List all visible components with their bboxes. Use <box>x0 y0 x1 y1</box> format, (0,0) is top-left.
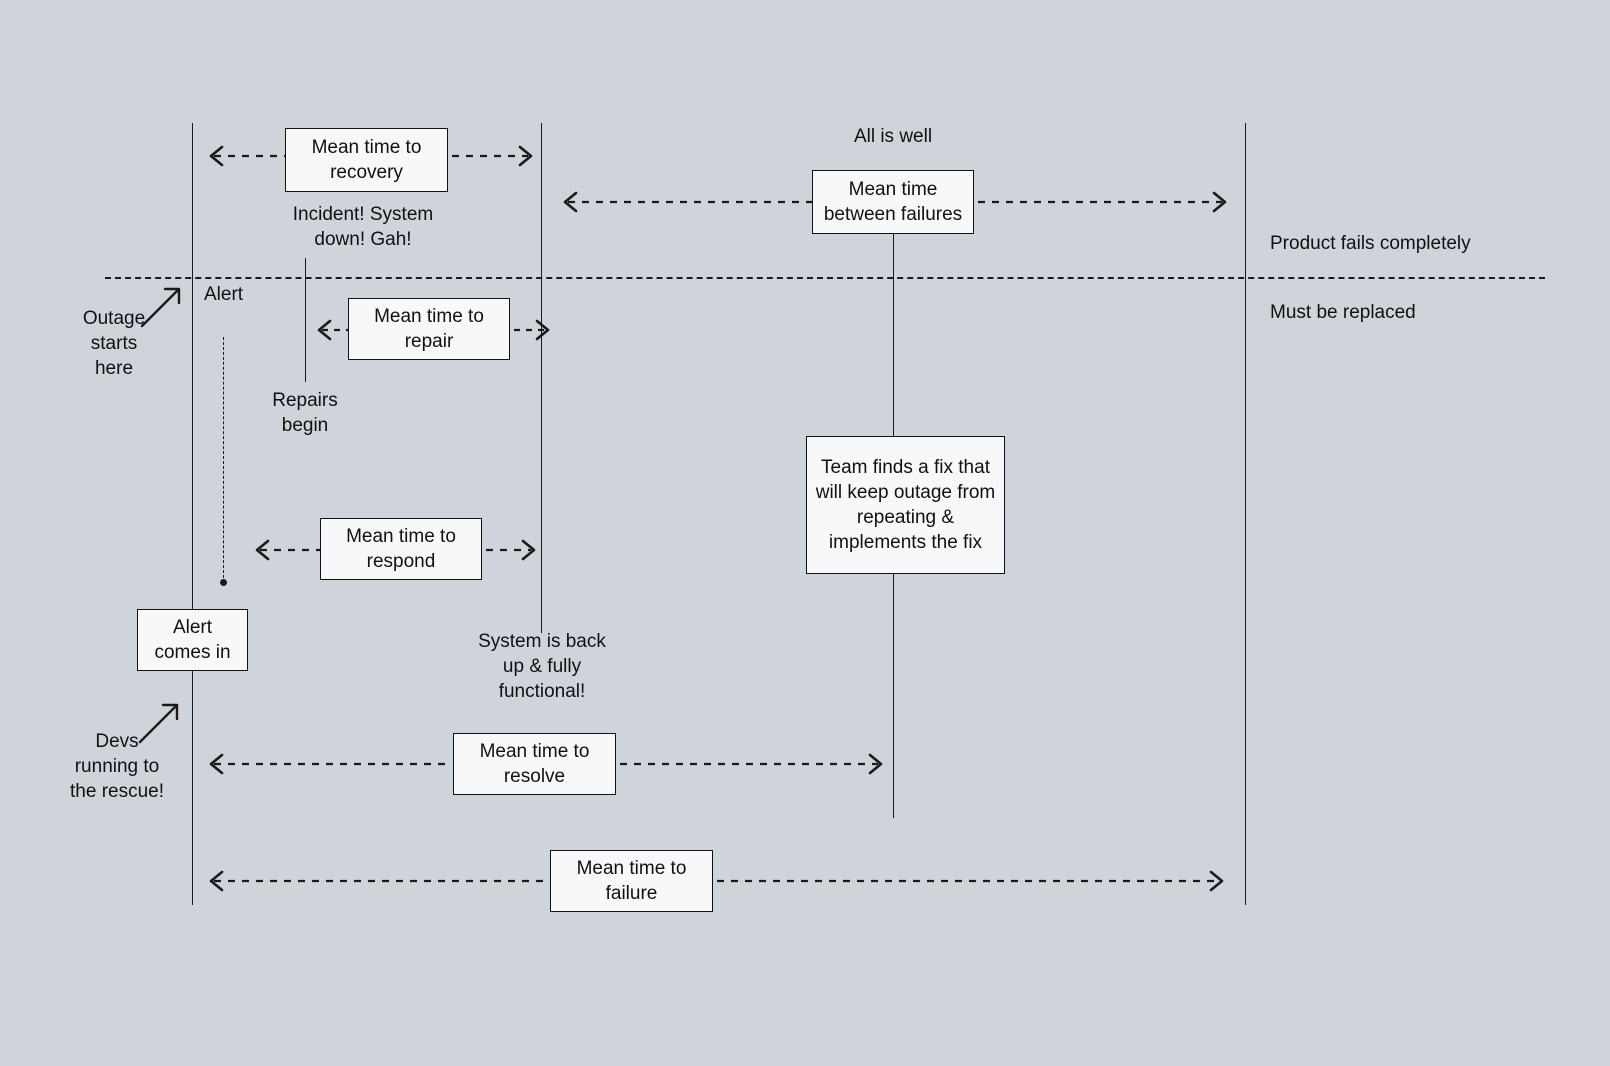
box-mean-time-to-failure: Mean time to failure <box>550 850 713 912</box>
timeline-line-outage-start <box>192 123 193 905</box>
mttrecovery-right-arrow <box>452 145 533 167</box>
mtbf-right-arrow <box>978 191 1227 213</box>
box-mean-time-between-failures: Mean time between failures <box>812 170 974 234</box>
mttrespond-right-arrow <box>486 539 536 561</box>
mttrepair-right-arrow <box>514 319 550 341</box>
mttrepair-left-arrow <box>317 319 352 341</box>
label-system-back-up: System is back up & fully functional! <box>478 631 606 702</box>
mttrecovery-left-arrow <box>209 145 288 167</box>
label-all-is-well: All is well <box>853 126 933 147</box>
label-repairs-begin: Repairs begin <box>272 390 338 436</box>
mttrespond-left-arrow <box>255 539 322 561</box>
devs-running-pointer-arrow <box>138 703 179 744</box>
box-mean-time-to-recovery: Mean time to recovery <box>285 128 448 192</box>
mttresolve-left-arrow <box>209 753 450 775</box>
mtbf-left-arrow <box>563 191 812 213</box>
timeline-line-repairs-begin <box>305 258 306 382</box>
alert-endpoint-dot <box>220 579 227 586</box>
box-alert-comes-in: Alert comes in <box>137 609 248 671</box>
box-mean-time-to-resolve: Mean time to resolve <box>453 733 616 795</box>
label-outage-starts-here: Outage starts here <box>82 308 146 379</box>
label-product-fails-completely: Product fails completely <box>1270 233 1471 254</box>
timeline-line-system-back-up <box>541 123 542 633</box>
label-must-be-replaced: Must be replaced <box>1270 302 1416 323</box>
label-alert: Alert <box>204 284 244 305</box>
mttfailure-right-arrow <box>717 870 1224 892</box>
timeline-line-alert-dashed <box>223 337 224 583</box>
mttresolve-right-arrow <box>620 753 883 775</box>
box-mean-time-to-respond: Mean time to respond <box>320 518 482 580</box>
box-mean-time-to-repair: Mean time to repair <box>348 298 510 360</box>
failure-threshold-divider <box>105 277 1545 279</box>
mttfailure-left-arrow <box>209 870 547 892</box>
label-devs-running-to-the-rescue: Devs running to the rescue! <box>70 731 164 802</box>
timeline-line-product-fails <box>1245 123 1246 905</box>
box-team-finds-a-fix: Team finds a fix that will keep outage f… <box>806 436 1005 574</box>
outage-starts-pointer-arrow <box>140 287 181 328</box>
label-incident: Incident! System down! Gah! <box>292 204 434 250</box>
